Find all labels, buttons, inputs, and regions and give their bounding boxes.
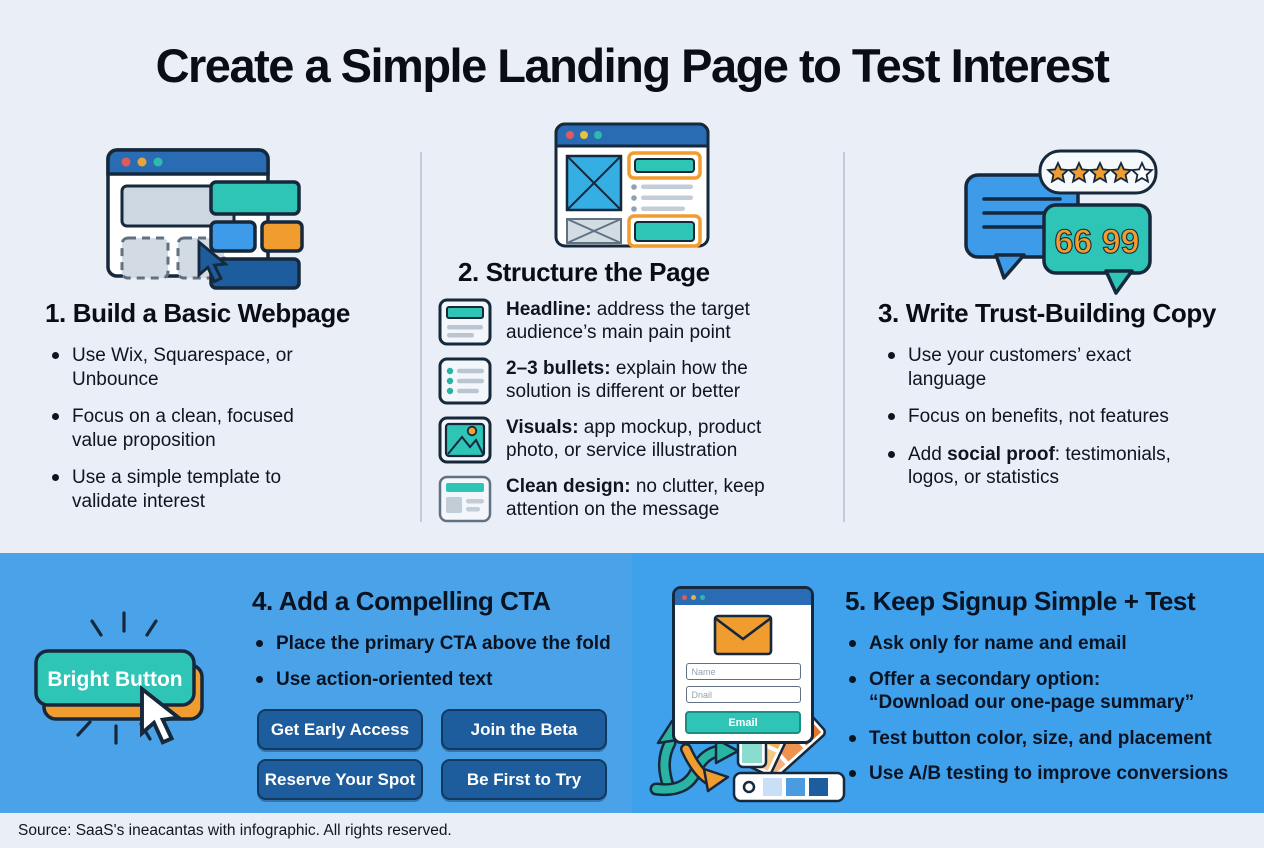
section-4-bullets: Place the primary CTA above the fold Use… bbox=[256, 632, 626, 703]
list-item: Add social proof: testimonials, logos, o… bbox=[888, 443, 1210, 490]
list-item: Use a simple template to validate intere… bbox=[52, 466, 314, 513]
window-dot-icon bbox=[700, 594, 705, 600]
section-5-heading: 5. Keep Signup Simple + Test bbox=[845, 586, 1196, 616]
bullet-list-icon bbox=[438, 357, 492, 405]
window-dot-icon bbox=[682, 594, 687, 600]
signup-section-panel: Email 5. Keep Signup Simple + Test Ask o… bbox=[632, 553, 1264, 813]
cursor-icon bbox=[197, 238, 229, 284]
page-title: Create a Simple Landing Page to Test Int… bbox=[155, 39, 1110, 92]
bright-button-label[interactable]: Bright Button bbox=[47, 668, 182, 691]
wireframe-page-icon bbox=[554, 122, 710, 248]
window-control-dots bbox=[121, 157, 163, 167]
section-2-items: Headline: address the target audience’s … bbox=[438, 298, 806, 534]
cta-button-join-the-beta[interactable]: Join the Beta bbox=[441, 709, 607, 750]
column-divider bbox=[420, 152, 422, 522]
testimonial-bubbles-icon: 66 99 bbox=[964, 149, 1158, 295]
cta-button-reserve-your-spot[interactable]: Reserve Your Spot bbox=[257, 759, 423, 800]
name-field[interactable] bbox=[685, 663, 801, 680]
list-item: Clean design: no clutter, keep attention… bbox=[438, 475, 806, 523]
list-item: Place the primary CTA above the fold bbox=[256, 632, 626, 656]
envelope-icon bbox=[713, 614, 773, 656]
list-item: Use your customers’ exact language bbox=[888, 344, 1210, 391]
email-submit-button[interactable]: Email bbox=[685, 711, 801, 734]
section-3-bullets: Use your customers’ exact language Focus… bbox=[888, 344, 1210, 504]
list-item: 2–3 bullets: explain how the solution is… bbox=[438, 357, 806, 405]
section-1-heading: 1. Build a Basic Webpage bbox=[45, 298, 350, 328]
list-item: Test button color, size, and placement bbox=[849, 727, 1264, 751]
ab-test-arrows-icon bbox=[649, 719, 740, 797]
source-attribution: Source: SaaS's ineacantas with infograph… bbox=[18, 821, 452, 839]
section-2-heading: 2. Structure the Page bbox=[458, 257, 710, 287]
window-control-dots bbox=[566, 131, 602, 139]
cta-button-grid: Get Early Access Join the Beta Reserve Y… bbox=[257, 709, 607, 800]
signup-form-icon: Email bbox=[672, 586, 814, 744]
email-field[interactable] bbox=[685, 686, 801, 703]
window-titlebar bbox=[675, 589, 811, 605]
section-5-bullets: Ask only for name and email Offer a seco… bbox=[849, 632, 1264, 798]
quote-glyphs: 66 99 bbox=[1054, 223, 1139, 261]
star-rating-icon bbox=[1038, 149, 1158, 195]
column-divider bbox=[843, 152, 845, 522]
list-item: Use action-oriented text bbox=[256, 668, 626, 692]
quote-bubble-icon: 66 99 bbox=[1042, 203, 1152, 295]
list-item: Use A/B testing to improve conversions bbox=[849, 762, 1264, 786]
headline-card-icon bbox=[438, 298, 492, 346]
cta-button-get-early-access[interactable]: Get Early Access bbox=[257, 709, 423, 750]
section-4-heading: 4. Add a Compelling CTA bbox=[252, 586, 551, 616]
list-item: Headline: address the target audience’s … bbox=[438, 298, 806, 346]
section-1-bullets: Use Wix, Squarespace, or Unbounce Focus … bbox=[52, 344, 314, 527]
clean-layout-icon bbox=[438, 475, 492, 523]
cursor-icon bbox=[140, 684, 184, 745]
list-item: Ask only for name and email bbox=[849, 632, 1264, 656]
cta-section-panel: Bright Button 4. Add a Compelling CTA Pl… bbox=[0, 553, 632, 813]
cta-button-be-first-to-try[interactable]: Be First to Try bbox=[441, 759, 607, 800]
emphasis-rays bbox=[76, 611, 158, 745]
section-3-heading: 3. Write Trust-Building Copy bbox=[878, 298, 1216, 328]
top-section: Create a Simple Landing Page to Test Int… bbox=[45, 39, 1217, 534]
text-lines bbox=[631, 184, 693, 212]
browser-builder-icon bbox=[106, 148, 304, 290]
list-item: Use Wix, Squarespace, or Unbounce bbox=[52, 344, 314, 391]
bright-button-icon: Bright Button bbox=[34, 611, 204, 745]
window-dot-icon bbox=[691, 594, 696, 600]
list-item: Focus on a clean, focused value proposit… bbox=[52, 405, 314, 452]
footer: Source: SaaS's ineacantas with infograph… bbox=[0, 813, 1264, 848]
list-item: Visuals: app mockup, product photo, or s… bbox=[438, 416, 806, 464]
image-placeholder-icon bbox=[438, 416, 492, 464]
list-item: Focus on benefits, not features bbox=[888, 405, 1210, 429]
list-item: Offer a secondary option: “Download our … bbox=[849, 668, 1264, 715]
